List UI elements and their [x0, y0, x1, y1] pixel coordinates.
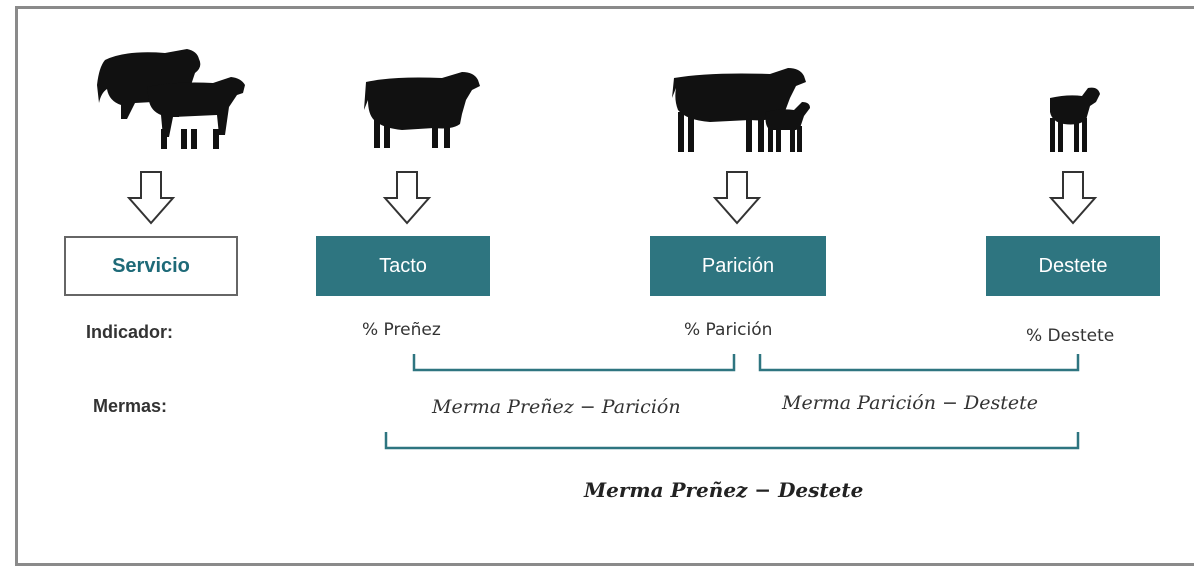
cow-with-calf-icon — [672, 68, 810, 152]
indicador-label: Indicador: — [86, 322, 174, 342]
down-arrow-icon — [712, 171, 762, 225]
bracket-prenez-destete — [384, 432, 1080, 450]
indicator-paricion: % Parición — [684, 320, 773, 340]
bull-and-cow-icon — [97, 49, 245, 149]
down-arrow-icon — [126, 171, 176, 225]
stage-destete: Destete — [986, 236, 1160, 296]
bracket-prenez-paricion — [412, 354, 736, 372]
pregnant-cow-icon — [364, 72, 480, 148]
bracket-paricion-destete — [758, 354, 1080, 372]
merma-prenez-destete: Merma Preñez − Destete — [584, 478, 864, 502]
indicator-prenez: % Preñez — [362, 320, 441, 340]
merma-paricion-destete: Merma Parición − Destete — [782, 392, 1038, 414]
stage-tacto: Tacto — [316, 236, 490, 296]
indicator-destete: % Destete — [1026, 326, 1115, 346]
down-arrow-icon — [382, 171, 432, 225]
merma-prenez-paricion: Merma Preñez − Parición — [432, 396, 681, 418]
mermas-label: Mermas: — [93, 396, 168, 416]
stage-paricion: Parición — [650, 236, 826, 296]
calf-icon — [1050, 87, 1100, 152]
merma-brackets — [384, 354, 1080, 450]
down-arrow-icon — [1048, 171, 1098, 225]
stage-servicio: Servicio — [64, 236, 238, 296]
